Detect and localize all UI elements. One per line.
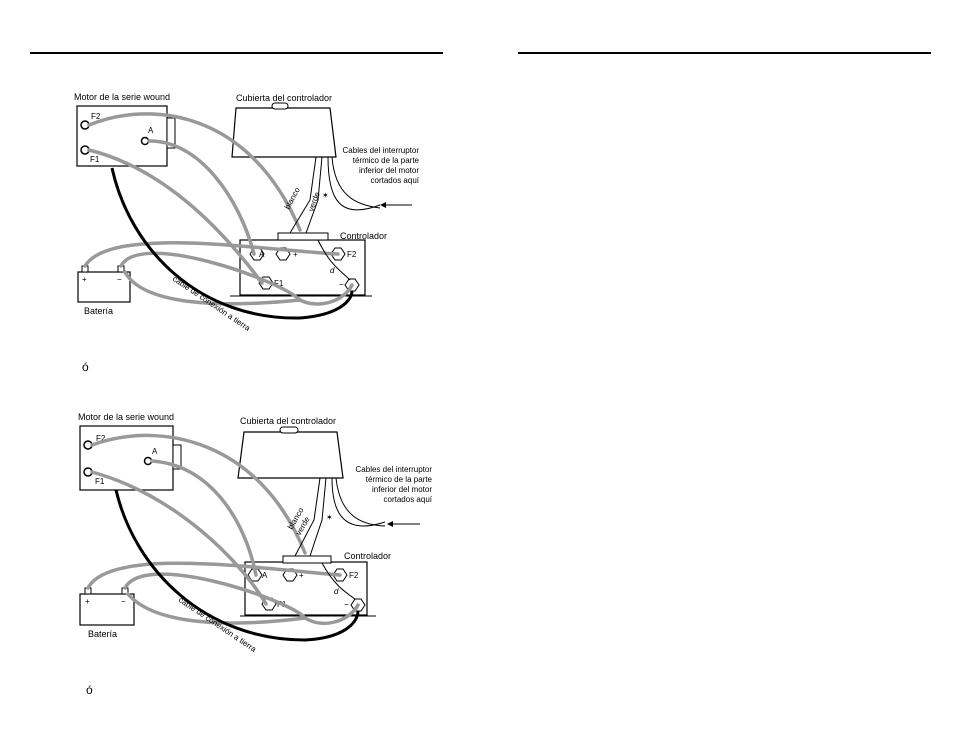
- battery-minus: −: [121, 597, 126, 606]
- battery-label: Batería: [88, 629, 117, 639]
- controller-cover-1: Cubierta del controlador: [231, 93, 337, 158]
- control-wires-2: [294, 477, 386, 600]
- thermal-cut-mark: ✶: [326, 513, 333, 522]
- ctrl-terminal-f1: F1: [274, 279, 284, 288]
- svg-text:inferior del motor: inferior del motor: [372, 485, 432, 494]
- ctrl-terminal-minus: −: [339, 280, 344, 289]
- terminal-f2-label: F2: [91, 112, 101, 121]
- cover-label: Cubierta del controlador: [240, 416, 336, 426]
- battery-label: Batería: [84, 306, 113, 316]
- ctrl-terminal-plus: +: [299, 571, 304, 580]
- motor-label: Motor de la serie wound: [78, 412, 174, 422]
- terminal-f2-label: F2: [96, 434, 106, 443]
- motor-label: Motor de la serie wound: [74, 92, 170, 102]
- ctrl-terminal-a: A: [262, 571, 268, 580]
- thermal-cut-mark: ✶: [322, 191, 329, 200]
- left-page-top-rule: [30, 52, 443, 54]
- wire-green-label: verde: [306, 190, 321, 212]
- ctrl-terminal-plus: +: [293, 250, 298, 259]
- svg-text:cortados aquí: cortados aquí: [371, 176, 420, 185]
- motor-2: Motor de la serie wound F2 F1 A: [78, 412, 182, 491]
- battery-2: + − Batería: [79, 587, 135, 639]
- svg-text:térmico de la parte: térmico de la parte: [366, 475, 433, 484]
- svg-text:inferior del motor: inferior del motor: [359, 166, 419, 175]
- ground-cable-1: [110, 167, 354, 320]
- wiring-diagram-2: Motor de la serie wound F2 F1 A Cubierta…: [78, 412, 433, 654]
- cables-note-1: Cables del interruptor térmico de la par…: [343, 146, 420, 185]
- ctrl-terminal-a: A: [259, 250, 265, 259]
- ctrl-terminal-minus: −: [344, 600, 349, 609]
- battery-minus: −: [117, 275, 122, 284]
- cables-note-2: Cables del interruptor térmico de la par…: [356, 465, 433, 504]
- right-page-top-rule: [518, 52, 931, 54]
- battery-1: + − Batería: [77, 265, 131, 316]
- terminal-f1-label: F1: [90, 155, 100, 164]
- terminal-a-label: A: [152, 447, 158, 456]
- controller-cover-2: Cubierta del controlador: [237, 416, 344, 479]
- ctrl-terminal-f2: F2: [349, 571, 359, 580]
- stray-mark-2: ó: [86, 683, 93, 697]
- controller-1: Controlador A + F2 F1 − d: [230, 231, 387, 297]
- ground-cable-2: [114, 489, 360, 642]
- controller-2: Controlador A + F2 F1 − d: [240, 551, 391, 617]
- svg-text:Cables del interruptor: Cables del interruptor: [343, 146, 420, 155]
- controller-label: Controlador: [344, 551, 391, 561]
- svg-text:térmico de la parte: térmico de la parte: [353, 156, 420, 165]
- stray-mark-1: ó: [82, 360, 89, 374]
- svg-text:cortados aquí: cortados aquí: [384, 495, 433, 504]
- control-wires-1: [289, 156, 381, 281]
- controller-label: Controlador: [340, 231, 387, 241]
- ctrl-terminal-d: d: [334, 587, 339, 596]
- terminal-f1-label: F1: [95, 477, 105, 486]
- terminal-a-label: A: [148, 126, 154, 135]
- motor-1: Motor de la serie wound F2 F1 A: [74, 92, 176, 167]
- cover-label: Cubierta del controlador: [236, 93, 332, 103]
- ctrl-terminal-f2: F2: [347, 250, 357, 259]
- battery-plus: +: [82, 275, 87, 284]
- wiring-diagram-1: Motor de la serie wound F2 F1 A Cubierta…: [74, 92, 420, 333]
- svg-text:Cables del interruptor: Cables del interruptor: [356, 465, 433, 474]
- ctrl-terminal-d: d: [330, 266, 335, 275]
- battery-plus: +: [85, 597, 90, 606]
